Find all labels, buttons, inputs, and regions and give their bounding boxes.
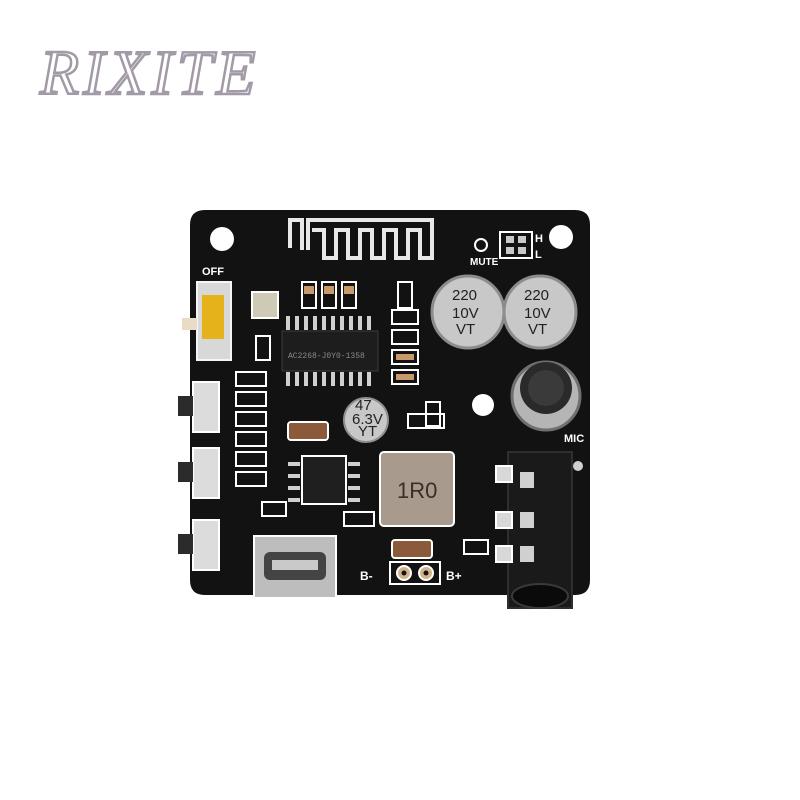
large-capacitor-2: 220 10V VT — [502, 274, 578, 350]
ceramic-cap-1 — [287, 421, 329, 441]
mute-label: MUTE — [470, 257, 499, 268]
inductor — [379, 451, 455, 527]
svg-text:10V: 10V — [524, 305, 551, 322]
ceramic-cap-2 — [391, 539, 433, 559]
micro-usb-port — [253, 535, 337, 599]
smd-components — [235, 281, 489, 555]
b-plus-label: B+ — [446, 569, 462, 583]
main-chip-pins — [286, 316, 371, 386]
off-label: OFF — [202, 266, 224, 278]
mute-pad — [474, 238, 488, 252]
bluetooth-antenna — [288, 218, 434, 260]
b-minus-label: B- — [360, 569, 373, 583]
hl-jumper — [499, 231, 533, 259]
small-capacitor — [343, 397, 389, 443]
crystal — [251, 291, 279, 319]
l-label: L — [535, 249, 542, 261]
battery-pads — [389, 561, 441, 585]
brand-watermark: RIXITE — [39, 36, 260, 110]
mounting-hole-top-left — [210, 227, 234, 251]
mounting-hole-center — [472, 394, 494, 416]
svg-text:220: 220 — [524, 287, 549, 304]
svg-text:VT: VT — [528, 321, 547, 338]
inductor-label: 1R0 — [397, 478, 437, 503]
svg-text:220: 220 — [452, 287, 477, 304]
audio-jack — [495, 451, 583, 609]
power-switch-slider — [202, 295, 224, 339]
svg-text:10V: 10V — [452, 305, 479, 322]
large-capacitor-1: 220 10V VT — [430, 274, 506, 350]
microphone — [510, 360, 582, 432]
small-cap-voltage: 6.3V — [352, 411, 383, 428]
mounting-hole-top-right — [549, 225, 573, 249]
side-buttons — [178, 381, 220, 571]
mic-label: MIC — [564, 433, 584, 445]
small-cap-value: 47 — [355, 397, 372, 414]
h-label: H — [535, 233, 543, 245]
amp-chip — [301, 455, 347, 505]
main-chip-marking: AC2268-J0Y0-1358 — [288, 352, 365, 361]
small-cap-suffix: YT — [358, 423, 377, 440]
main-chip — [281, 330, 379, 372]
svg-text:VT: VT — [456, 321, 475, 338]
